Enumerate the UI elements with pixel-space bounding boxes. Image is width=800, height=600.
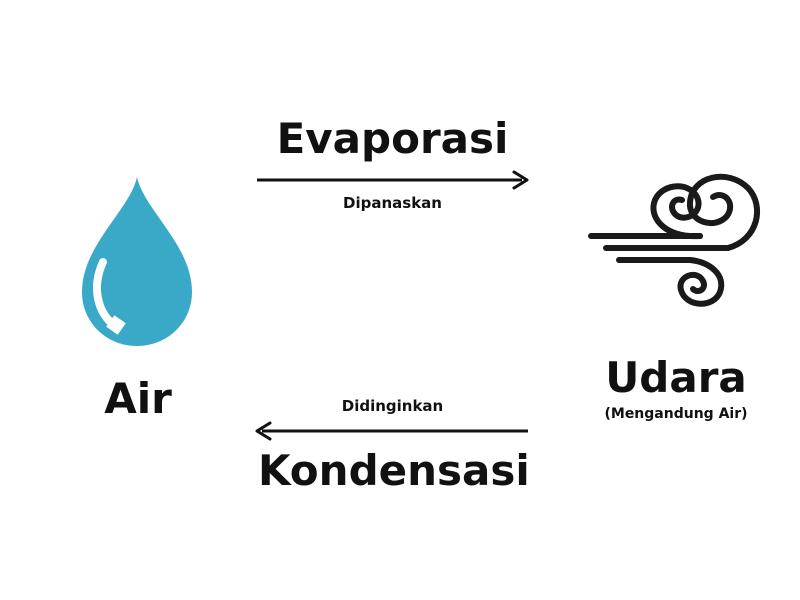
evaporation-label: Evaporasi — [276, 114, 509, 163]
wind-icon — [588, 173, 760, 307]
air-sublabel: (Mengandung Air) — [604, 406, 748, 422]
condensation-arrow — [255, 421, 528, 441]
air-label: Udara — [605, 353, 747, 402]
condensation-label: Kondensasi — [258, 446, 530, 495]
water-drop-icon — [82, 177, 192, 346]
water-label: Air — [104, 374, 172, 423]
evaporation-sublabel: Dipanaskan — [343, 194, 442, 212]
condensation-sublabel: Didinginkan — [341, 397, 444, 415]
evaporation-arrow — [257, 170, 529, 190]
